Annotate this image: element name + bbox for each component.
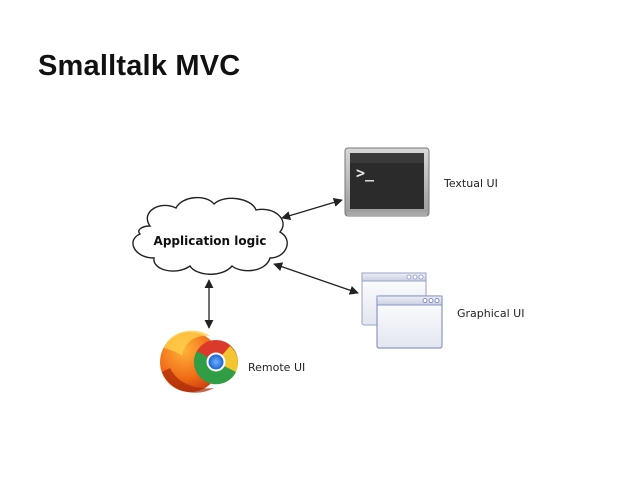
browser-icon	[160, 330, 238, 393]
arrow-app-to-graphical	[273, 262, 359, 295]
windows-icon	[361, 272, 443, 349]
cloud-icon	[132, 197, 288, 275]
application-logic-label: Application logic	[154, 234, 267, 248]
remote-ui-label: Remote UI	[248, 361, 305, 374]
slide-title: Smalltalk MVC	[38, 50, 241, 82]
graphical-ui-label: Graphical UI	[457, 307, 524, 320]
textual-ui-label: Textual UI	[443, 177, 498, 190]
terminal-prompt: >_	[356, 164, 375, 182]
terminal-icon: >_	[344, 147, 430, 217]
arrow-app-to-textual	[281, 197, 343, 221]
